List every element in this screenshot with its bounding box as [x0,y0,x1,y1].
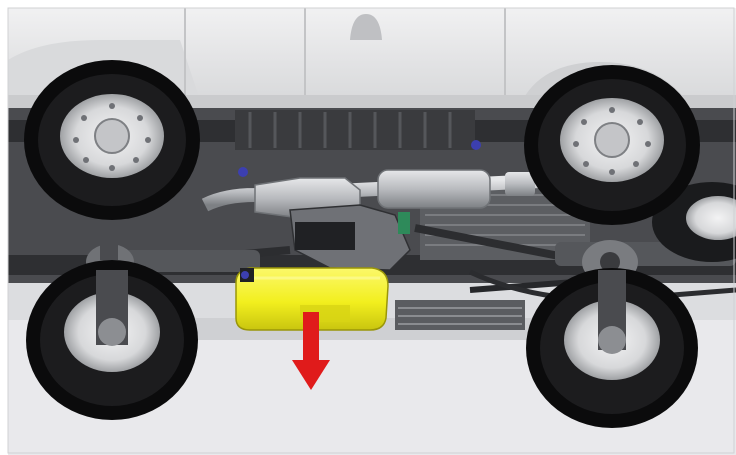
arrow-down-icon [292,312,330,390]
image-border [7,7,735,454]
transmission [289,204,411,271]
muffler [377,169,491,209]
wheel-front-upper [24,60,200,220]
wheel-rear-lower [526,268,698,428]
wheel-front-lower [26,260,198,420]
wheel-rear-upper [524,65,700,225]
fuel-tank [235,267,389,331]
fuel-filler-door [350,14,382,40]
